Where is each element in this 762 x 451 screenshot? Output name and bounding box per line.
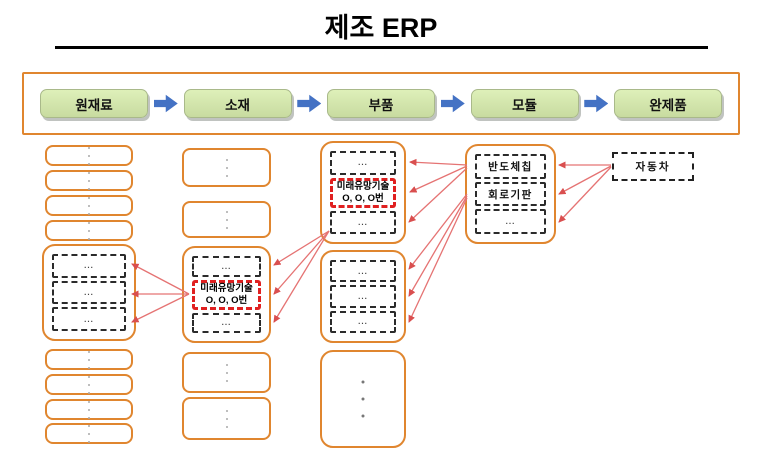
raw-item-box [45, 220, 133, 241]
part-group-box-2: ... ... ... [320, 250, 406, 343]
stage-material: 소재 [183, 89, 292, 118]
raw-item-box [45, 170, 133, 191]
ellipsis-dots-icon [88, 424, 90, 443]
future-tech-box-material: 미래유망기술 O, O, O번 [192, 279, 261, 310]
link-car-to-module-3 [558, 166, 612, 223]
future-tech-box-part: 미래유망기술 O, O, O번 [330, 177, 396, 208]
link-chip-to-part-1 [409, 158, 468, 166]
stage-part: 부품 [327, 89, 435, 118]
flow-arrow-icon [153, 94, 178, 113]
material-item-box [182, 148, 271, 187]
link-car-to-module-2 [558, 165, 612, 195]
raw-item-box [45, 399, 133, 420]
ellipsis-dots-icon [225, 409, 228, 428]
part-sub-item: ... [330, 260, 396, 283]
ellipsis-dots-icon [88, 350, 90, 369]
link-material-future-to-raw-3 [131, 293, 190, 323]
module-item-semiconductor-chip: 반도체칩 [475, 154, 546, 179]
ellipsis-dots-icon [88, 146, 90, 165]
page-title: 제조 ERP [324, 13, 438, 43]
future-tech-title: 미래유망기술 [336, 181, 390, 193]
future-tech-title: 미래유망기술 [200, 283, 253, 295]
part-sub-item: ... [330, 310, 396, 333]
future-tech-subtitle: O, O, O번 [342, 192, 384, 204]
part-group-box-1: ... 미래유망기술 O, O, O번 ... [320, 141, 406, 244]
link-board-to-part-3 [408, 197, 468, 323]
module-item-circuit-board: 회로기판 [475, 181, 546, 207]
flow-arrow-icon [440, 94, 465, 113]
future-tech-subtitle: O, O, O번 [205, 294, 248, 306]
ellipsis-dots-icon [88, 171, 90, 190]
part-sub-item: ... [330, 210, 396, 234]
raw-sub-item: ... [52, 254, 126, 278]
stage-raw-material: 원재료 [40, 89, 148, 118]
raw-item-box [45, 145, 133, 166]
ellipsis-dots-icon [88, 375, 90, 394]
raw-group-box: ... ... ... [42, 244, 136, 341]
material-sub-item: ... [192, 312, 261, 333]
raw-item-box [45, 195, 133, 216]
ellipsis-dots-icon [361, 380, 365, 418]
module-item-ellipsis: ... [475, 209, 546, 235]
ellipsis-dots-icon [225, 363, 228, 382]
raw-sub-item: ... [52, 280, 126, 305]
link-board-to-part-2 [408, 195, 468, 297]
flow-arrow-icon [297, 94, 322, 113]
part-group-box-3 [320, 350, 406, 448]
material-item-box [182, 201, 271, 238]
title-underline [55, 46, 708, 49]
material-sub-item: ... [192, 256, 261, 277]
stage-finished-product: 완제품 [614, 89, 722, 118]
ellipsis-dots-icon [88, 221, 90, 240]
ellipsis-dots-icon [88, 196, 90, 215]
link-material-future-to-raw-1 [131, 263, 190, 295]
link-chip-to-part-3 [408, 167, 468, 223]
ellipsis-dots-icon [225, 158, 228, 177]
stage-module: 모듈 [470, 89, 579, 118]
raw-sub-item: ... [52, 307, 126, 332]
ellipsis-dots-icon [225, 210, 228, 229]
part-sub-item: ... [330, 285, 396, 308]
product-box-car: 자동차 [612, 152, 694, 181]
material-item-box [182, 352, 271, 393]
raw-item-box [45, 374, 133, 395]
material-item-box [182, 397, 271, 440]
material-group-box: ... 미래유망기술 O, O, O번 ... [182, 246, 271, 343]
ellipsis-dots-icon [88, 400, 90, 419]
raw-item-box [45, 423, 133, 444]
link-chip-to-part-2 [409, 165, 468, 193]
part-sub-item: ... [330, 151, 396, 175]
link-board-to-part-1 [408, 193, 468, 270]
process-band: 원재료 소재 부품 모듈 완제품 [22, 72, 740, 135]
module-group-box: 반도체칩 회로기판 ... [465, 144, 556, 244]
flow-arrow-icon [584, 94, 609, 113]
raw-item-box [45, 349, 133, 370]
